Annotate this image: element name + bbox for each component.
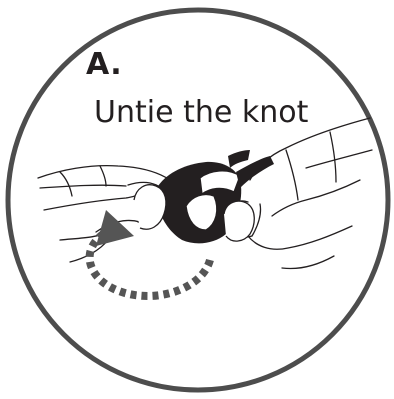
- step-letter: A.: [86, 50, 122, 80]
- step-caption: Untie the knot: [94, 98, 308, 128]
